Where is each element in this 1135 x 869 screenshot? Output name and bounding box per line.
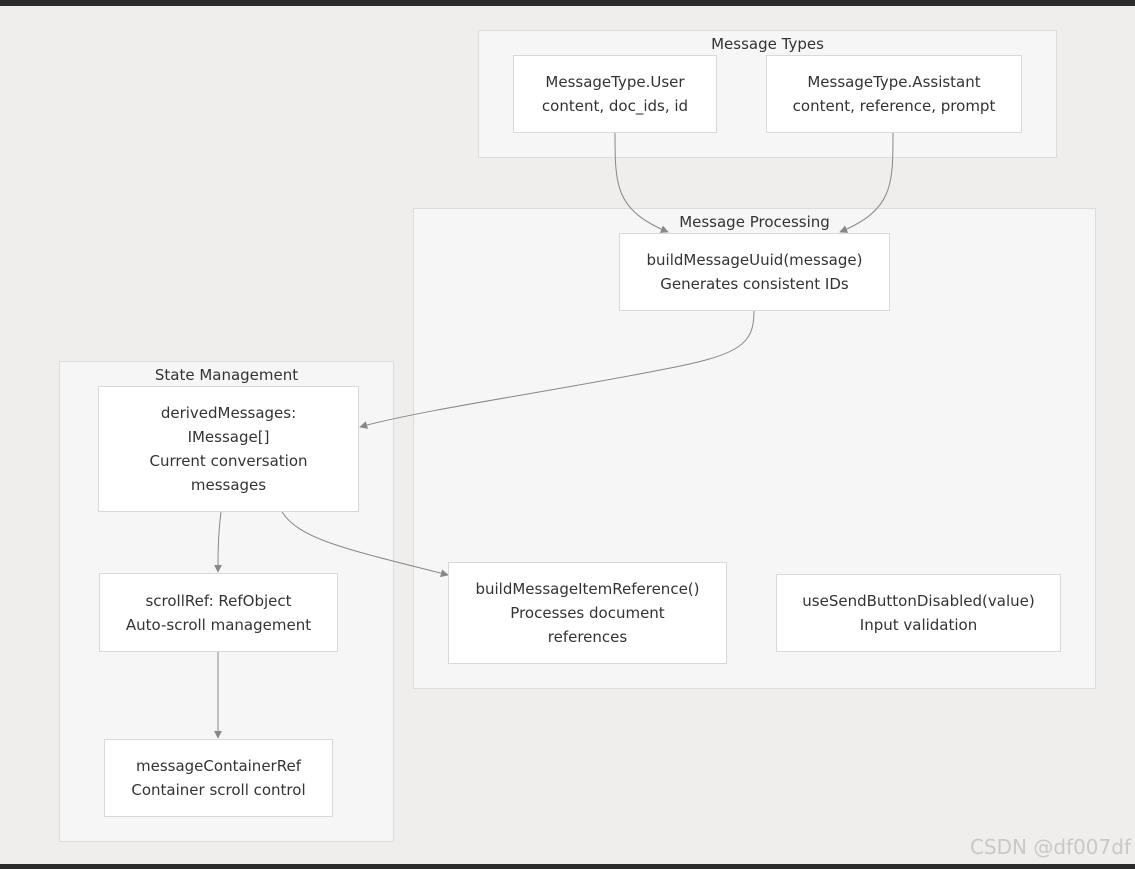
bottom-bar xyxy=(0,864,1135,869)
edge-assistant-to-uuid xyxy=(839,132,894,233)
node-line: MessageType.Assistant xyxy=(807,73,981,91)
node-line: buildMessageItemReference() xyxy=(475,580,700,598)
node-line: Input validation xyxy=(859,616,978,634)
node-line: IMessage[] xyxy=(187,428,270,446)
node-line: MessageType.User xyxy=(545,73,685,91)
group-title-message-types: Message Types xyxy=(711,35,824,53)
node-message-type-assistant: MessageType.Assistant content, reference… xyxy=(766,55,1022,133)
edge-user-to-uuid xyxy=(614,132,669,233)
node-line: Auto-scroll management xyxy=(125,615,312,634)
node-line: content, doc_ids, id xyxy=(541,97,689,115)
node-build-message-item-reference: buildMessageItemReference() Processes do… xyxy=(448,562,727,664)
node-line: content, reference, prompt xyxy=(792,97,996,115)
edge-derived-to-item-reference xyxy=(281,511,449,578)
node-scroll-ref: scrollRef: RefObject Auto-scroll managem… xyxy=(99,573,338,652)
node-line: references xyxy=(547,628,628,646)
node-line: Processes document xyxy=(510,604,665,622)
group-title-state-management: State Management xyxy=(154,366,299,384)
node-line: Container scroll control xyxy=(131,781,306,799)
node-line: messages xyxy=(190,476,267,494)
node-line: derivedMessages: xyxy=(160,404,297,422)
edge-uuid-to-derived xyxy=(359,310,755,429)
top-bar xyxy=(0,0,1135,6)
node-build-message-uuid: buildMessageUuid(message) Generates cons… xyxy=(619,233,890,311)
node-line: useSendButtonDisabled(value) xyxy=(802,592,1035,610)
group-title-message-processing: Message Processing xyxy=(679,213,830,231)
node-line: Current conversation xyxy=(149,452,308,470)
node-line: scrollRef: RefObject xyxy=(145,591,292,610)
edge-derived-to-scrollref xyxy=(214,511,223,573)
node-derived-messages: derivedMessages: IMessage[] Current conv… xyxy=(98,386,359,512)
node-message-type-user: MessageType.User content, doc_ids, id xyxy=(513,55,717,133)
node-use-send-button-disabled: useSendButtonDisabled(value) Input valid… xyxy=(776,574,1061,652)
node-line: buildMessageUuid(message) xyxy=(646,251,863,269)
node-message-container-ref: messageContainerRef Container scroll con… xyxy=(104,739,333,817)
watermark: CSDN @df007df xyxy=(969,835,1131,859)
node-line: Generates consistent IDs xyxy=(660,275,849,293)
node-line: messageContainerRef xyxy=(136,757,301,775)
